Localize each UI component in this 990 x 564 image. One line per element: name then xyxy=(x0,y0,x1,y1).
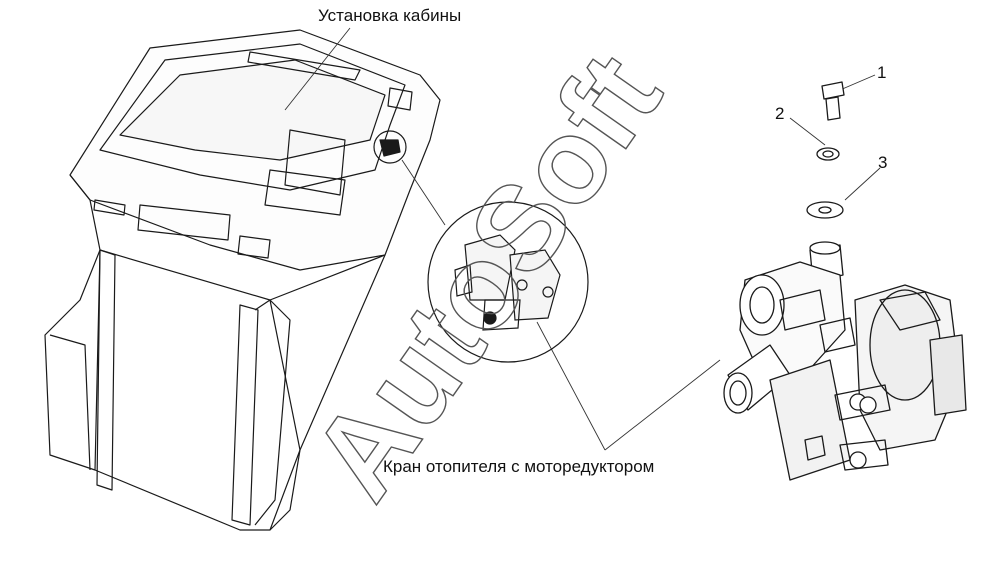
callout-2: 2 xyxy=(775,104,785,123)
callout-1: 1 xyxy=(877,63,887,82)
heater-valve-assembly xyxy=(723,81,967,481)
heater-valve-label: Кран отопителя с моторедуктором xyxy=(383,457,655,476)
label-pointer-lines xyxy=(284,27,881,451)
cabin-drawing xyxy=(44,29,441,531)
detail-circle xyxy=(427,201,589,363)
cabin-installation-label: Установка кабины xyxy=(318,6,462,25)
callout-3: 3 xyxy=(878,153,888,172)
